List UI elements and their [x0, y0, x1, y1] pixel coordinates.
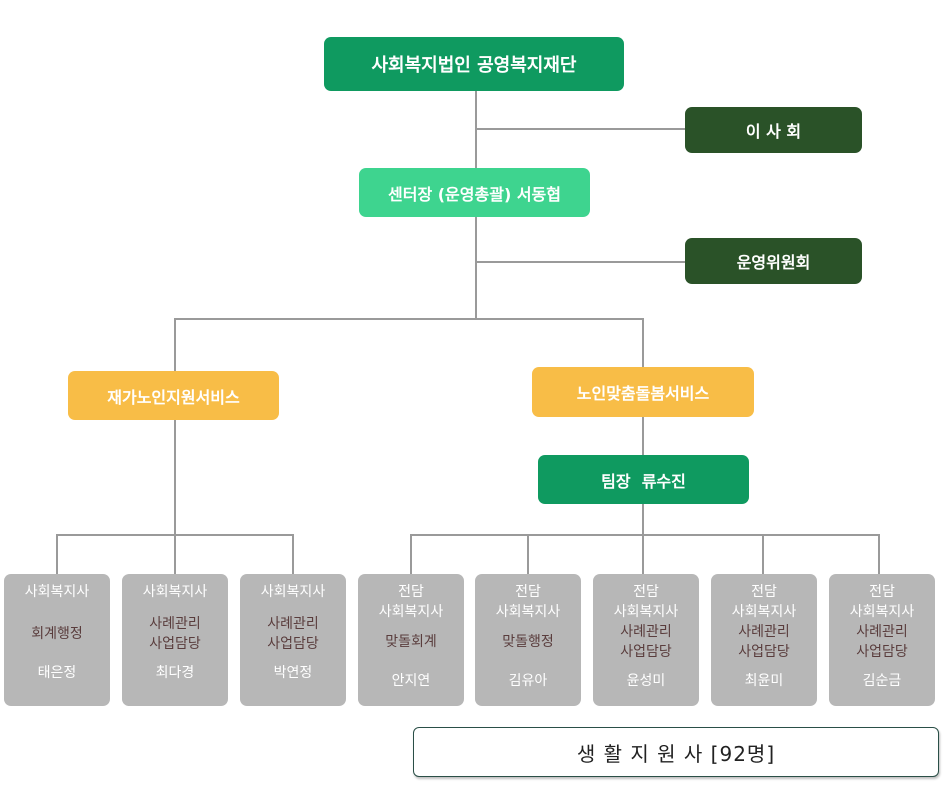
connector-custom-staff-1 — [410, 534, 412, 575]
connector-home-staff-2 — [174, 534, 176, 575]
connector-custom-staff-3 — [642, 534, 644, 575]
connector-dept-horizontal — [174, 318, 644, 320]
connector-leader-down — [642, 503, 644, 535]
dept-custom-care-node: 노인맞춤돌봄서비스 — [532, 367, 754, 417]
staff-duty: 맞돌행정 — [502, 634, 554, 650]
connector-home-staff-1 — [56, 534, 58, 575]
dept-home-care-node: 재가노인지원서비스 — [68, 371, 279, 420]
staff-duty: 맞돌회계 — [385, 634, 437, 650]
staff-name: 박연정 — [273, 665, 313, 681]
staff-name: 안지연 — [391, 673, 431, 689]
connector-custom-staff-2 — [527, 534, 529, 575]
staff-name: 최윤미 — [744, 673, 784, 689]
connector-home-down — [174, 419, 176, 535]
support-worker-count-box: 생 활 지 원 사 [92명] — [413, 727, 939, 777]
connector-home-staff-3 — [292, 534, 294, 575]
connector-custom-to-leader — [642, 416, 644, 456]
connector-dept-home — [174, 318, 176, 372]
staff-duty: 회계행정 — [31, 626, 83, 642]
staff-name: 태은정 — [37, 665, 77, 681]
connector-custom-staff-4 — [762, 534, 764, 575]
foundation-node: 사회복지법인 공영복지재단 — [324, 37, 624, 91]
staff-card: 사회복지사 회계행정 태은정 — [4, 574, 110, 706]
staff-title: 사회복지사 — [24, 584, 90, 600]
staff-name: 김순금 — [862, 673, 902, 689]
connector-custom-staff-5 — [878, 534, 880, 575]
committee-node: 운영위원회 — [685, 238, 862, 284]
connector-custom-staff-horizontal — [410, 534, 880, 536]
connector-committee — [476, 261, 686, 263]
director-node: 센터장 (운영총괄) 서동협 — [359, 168, 590, 217]
team-leader-node: 팀장 류수진 — [538, 455, 749, 504]
staff-title: 사회복지사 — [260, 584, 326, 600]
connector-board — [476, 128, 686, 130]
staff-name: 최다경 — [155, 665, 195, 681]
staff-title: 사회복지사 — [142, 584, 208, 600]
staff-name: 김유아 — [508, 673, 548, 689]
board-node: 이 사 회 — [685, 107, 862, 153]
connector-dept-custom — [642, 318, 644, 368]
staff-name: 윤성미 — [626, 673, 666, 689]
